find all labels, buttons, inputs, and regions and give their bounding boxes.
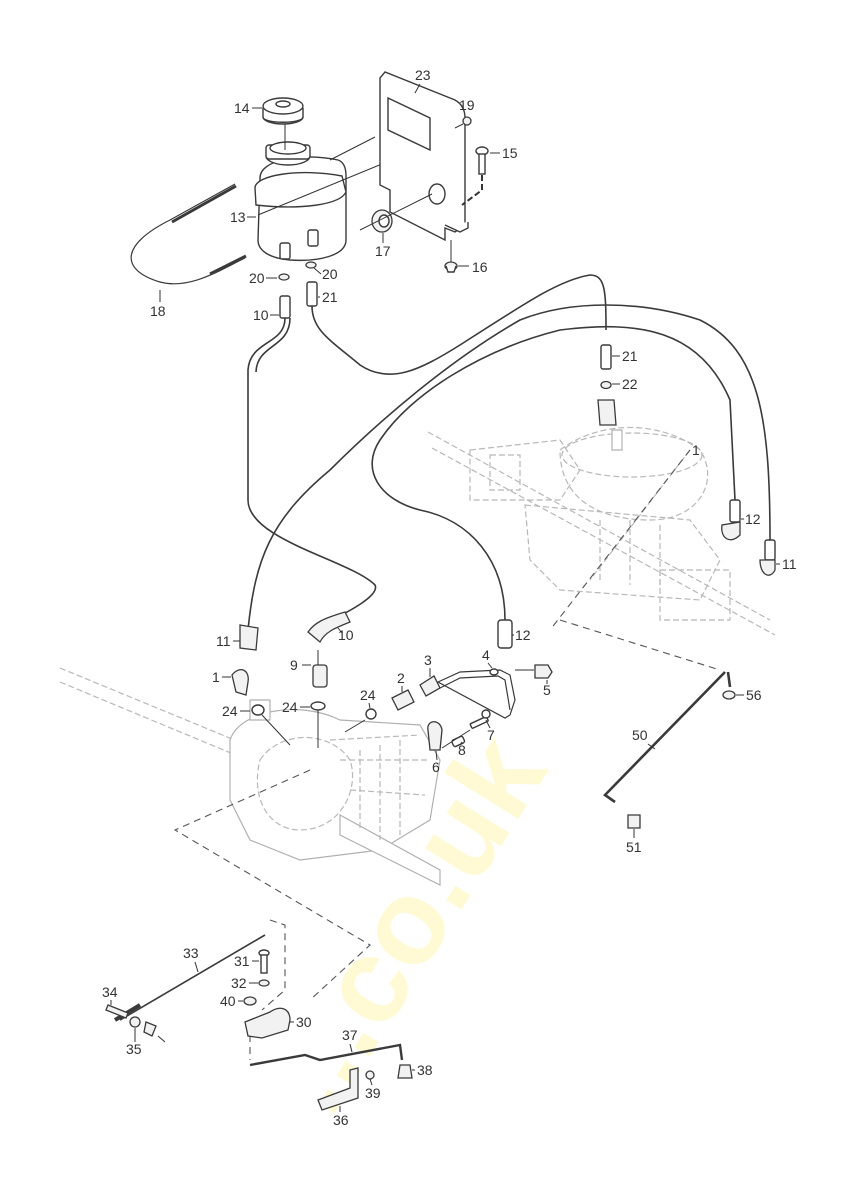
left-transaxle-ghost (59, 667, 441, 886)
o-ring-4[interactable] (489, 668, 499, 676)
nut-39[interactable] (365, 1070, 375, 1080)
callout-21-right[interactable]: 21 (622, 348, 638, 364)
o-ring-24-c-guide (344, 719, 366, 733)
callout-56[interactable]: 56 (746, 687, 762, 703)
callout-5[interactable]: 5 (543, 682, 551, 698)
hose-clamp-22[interactable] (600, 380, 612, 390)
nut-19-guide (454, 123, 464, 129)
callout-32[interactable]: 32 (231, 975, 247, 991)
callout-8[interactable]: 8 (458, 742, 466, 758)
right-transaxle-fitting (597, 399, 617, 426)
callout-4[interactable]: 4 (482, 647, 490, 663)
grommet-17[interactable] (371, 209, 393, 233)
callout-50[interactable]: 50 (632, 727, 648, 743)
linkage-rod-37[interactable] (249, 1043, 404, 1067)
adapter-fitting-2[interactable] (391, 689, 415, 711)
callout-3[interactable]: 3 (424, 652, 432, 668)
callout-10-bottom[interactable]: 10 (338, 627, 354, 643)
callout-13[interactable]: 13 (230, 209, 246, 225)
callout-39[interactable]: 39 (365, 1085, 381, 1101)
bracket-30[interactable] (244, 1007, 291, 1039)
callout-35[interactable]: 35 (126, 1041, 142, 1057)
callout-20-right[interactable]: 20 (322, 266, 338, 282)
callout-10-top[interactable]: 10 (253, 307, 269, 323)
callout-24-b[interactable]: 24 (282, 699, 298, 715)
hose-clamp-20-left[interactable] (278, 273, 290, 281)
nut-35-guide (157, 1035, 166, 1043)
grommet-guide-line (359, 193, 433, 231)
callout-31[interactable]: 31 (234, 953, 250, 969)
end-cap-51[interactable] (627, 814, 641, 829)
mounting-bracket-23[interactable] (379, 71, 469, 242)
nut-and-washer-35[interactable] (129, 1016, 157, 1037)
pipe-clamp-6[interactable] (427, 721, 443, 751)
callout-16[interactable]: 16 (472, 259, 488, 275)
callout-33[interactable]: 33 (183, 945, 199, 961)
callout-24-a[interactable]: 24 (222, 703, 238, 719)
callout-11-left[interactable]: 11 (216, 633, 231, 649)
bolt-15[interactable] (475, 146, 489, 175)
callout-23[interactable]: 23 (415, 67, 431, 83)
linkage-rod-50[interactable] (603, 671, 732, 804)
right-transaxle-ghost (427, 427, 776, 636)
callout-14[interactable]: 14 (234, 100, 250, 116)
callout-labels: 23 19 14 15 13 17 16 20 20 21 18 10 21 2… (102, 67, 797, 1128)
callout-17[interactable]: 17 (375, 243, 391, 259)
callout-1-top[interactable]: 1 (692, 442, 700, 458)
hydraulic-pipe-3[interactable] (419, 669, 516, 719)
callout-34[interactable]: 34 (102, 984, 118, 1000)
bolt-34[interactable] (105, 1004, 129, 1019)
o-ring-24-a-guide (261, 714, 291, 746)
connector-5[interactable] (534, 664, 553, 679)
callout-37[interactable]: 37 (342, 1027, 358, 1043)
callout-18[interactable]: 18 (150, 303, 166, 319)
o-ring-24-a[interactable] (251, 704, 265, 716)
callout-1-bottom[interactable]: 1 (212, 669, 220, 685)
callout-2[interactable]: 2 (397, 670, 405, 686)
hose-10[interactable] (247, 295, 377, 644)
end-cap-38[interactable] (397, 1064, 413, 1079)
callout-15[interactable]: 15 (502, 145, 518, 161)
washer-32[interactable] (258, 979, 270, 987)
callout-12-right[interactable]: 12 (745, 511, 761, 527)
bolt-15-guide (461, 175, 483, 206)
hose-11[interactable] (239, 304, 776, 651)
washer-40[interactable] (243, 996, 257, 1006)
nut-16[interactable] (444, 261, 458, 273)
reservoir-cap-14[interactable] (262, 97, 304, 125)
callout-22[interactable]: 22 (622, 376, 638, 392)
callout-11-right[interactable]: 11 (782, 556, 797, 572)
retaining-strap-18[interactable] (130, 183, 246, 285)
callout-19[interactable]: 19 (459, 97, 475, 113)
bolt-31[interactable] (258, 949, 270, 974)
bolt-7[interactable] (469, 709, 491, 729)
callout-12-mid[interactable]: 12 (515, 627, 531, 643)
callout-24-c[interactable]: 24 (360, 687, 376, 703)
hose-clamp-20-right[interactable] (305, 261, 317, 269)
hose-21[interactable] (306, 274, 612, 375)
callout-6[interactable]: 6 (432, 759, 440, 775)
o-ring-24-b[interactable] (310, 701, 326, 711)
hose-12[interactable] (371, 325, 741, 649)
nut-19[interactable] (462, 116, 472, 126)
washer-56[interactable] (722, 690, 736, 700)
callout-30[interactable]: 30 (296, 1014, 312, 1030)
callout-20-left[interactable]: 20 (249, 270, 265, 286)
o-ring-24-c[interactable] (365, 708, 377, 720)
bracket-36[interactable] (317, 1067, 359, 1111)
callout-51[interactable]: 51 (626, 839, 642, 855)
strap-ends (171, 184, 247, 276)
assembly-dashed-lines (173, 449, 721, 1060)
callout-40[interactable]: 40 (220, 993, 236, 1009)
clamp-bolt-guide (441, 729, 471, 749)
callout-7[interactable]: 7 (487, 727, 495, 743)
elbow-fitting-1[interactable] (231, 669, 249, 696)
callout-9[interactable]: 9 (290, 657, 298, 673)
oil-reservoir-13[interactable] (254, 141, 347, 262)
callout-38[interactable]: 38 (417, 1062, 433, 1078)
callout-36[interactable]: 36 (333, 1112, 349, 1128)
callout-21-top[interactable]: 21 (322, 289, 338, 305)
straight-fitting-9[interactable] (312, 664, 328, 688)
